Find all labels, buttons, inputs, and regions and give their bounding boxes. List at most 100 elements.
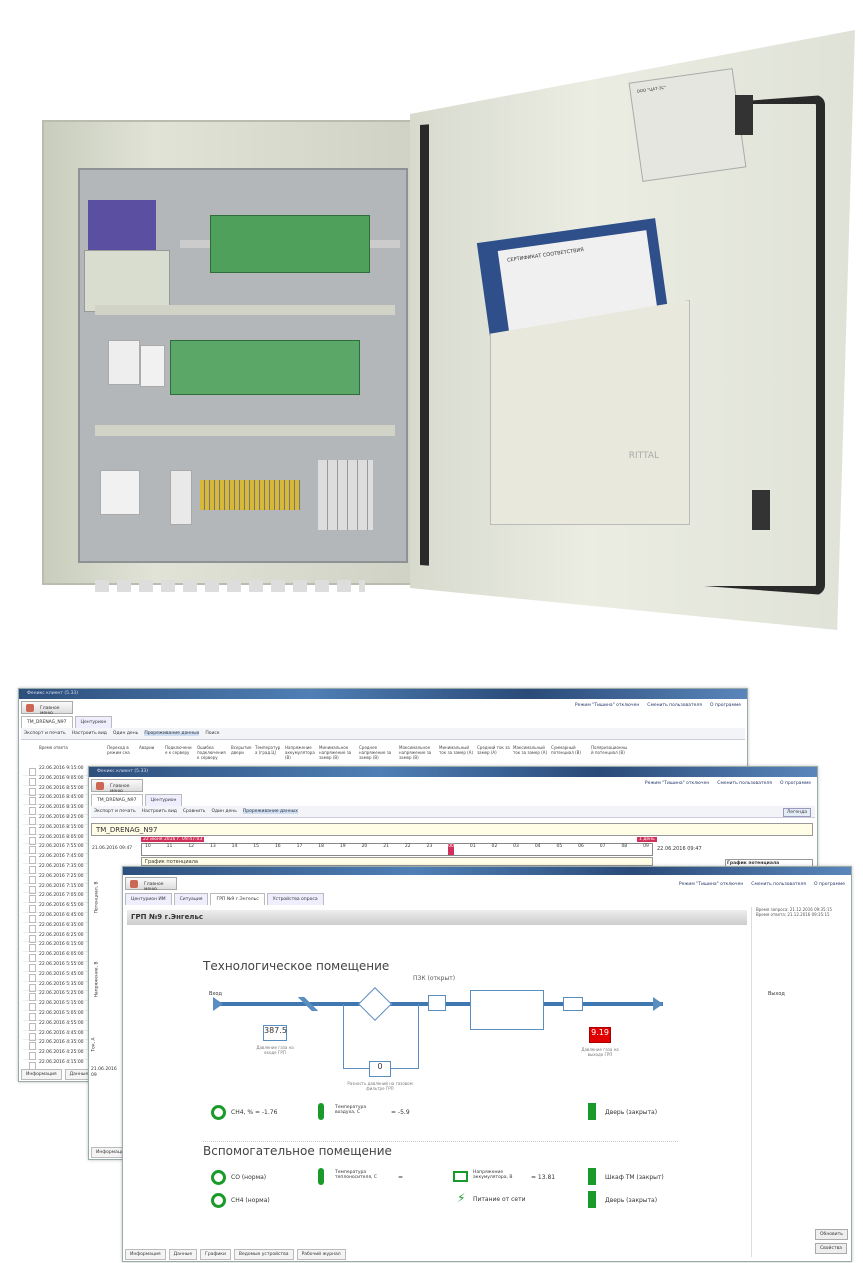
column-header[interactable]: Максимальный ток за замер (А) — [513, 745, 548, 755]
table-row[interactable]: 22.06.2016 4:35:00 — [23, 1040, 95, 1051]
table-row[interactable]: 22.06.2016 9:15:00 — [23, 766, 95, 776]
tab-log[interactable]: Рабочий журнал — [296, 1249, 346, 1260]
table-row[interactable]: 22.06.2016 7:25:00 — [23, 874, 95, 884]
properties-button[interactable]: Свойства — [815, 1243, 847, 1254]
table-row[interactable]: 22.06.2016 5:35:00 — [23, 982, 95, 992]
configure-view-button[interactable]: Настроить вид — [71, 731, 107, 736]
terminals — [200, 480, 300, 510]
ch4-value: CH4, % = -1.76 — [231, 1109, 278, 1116]
column-header[interactable]: Максимальное напряжение за замер (В) — [399, 745, 432, 760]
column-header[interactable]: Время ответа — [39, 745, 68, 750]
tab-situation[interactable]: Ситуация — [173, 893, 209, 905]
column-header[interactable]: Минимальный ток за замер (А) — [439, 745, 474, 755]
table-row[interactable]: 22.06.2016 8:35:00 — [23, 805, 95, 815]
column-header[interactable]: Температура (град.Ц) — [255, 745, 281, 755]
table-row[interactable]: 22.06.2016 9:05:00 — [23, 776, 95, 786]
table-row[interactable]: 22.06.2016 6:25:00 — [23, 933, 95, 943]
tab-devices[interactable]: Устройства опроса — [266, 893, 324, 905]
export-button[interactable]: Экспорт и печать — [94, 809, 136, 814]
thinning-button[interactable]: Прореживание данных — [144, 731, 200, 736]
silence-link[interactable]: Режим "Тишина" отключен — [644, 781, 710, 786]
table-row[interactable]: 22.06.2016 5:05:00 — [23, 1011, 95, 1021]
column-header[interactable]: Аварии — [139, 745, 155, 750]
one-day-dropdown[interactable]: Один день — [112, 731, 139, 736]
main-menu-button[interactable]: Главное меню — [125, 877, 177, 892]
export-button[interactable]: Экспорт и печать — [24, 731, 66, 736]
tab-drenag[interactable]: TM_DRENAG_N97 — [21, 716, 73, 728]
table-row[interactable]: 22.06.2016 6:55:00 — [23, 903, 95, 913]
table-row[interactable]: 22.06.2016 8:25:00 — [23, 815, 95, 825]
table-row[interactable]: 22.06.2016 8:45:00 — [23, 795, 95, 806]
silence-link[interactable]: Режим "Тишина" отключен — [574, 703, 640, 708]
column-header[interactable]: Средний ток за замер (А) — [477, 745, 510, 755]
object-header: ГРП №9 г.Энгельс — [127, 910, 747, 925]
table-row[interactable]: 22.06.2016 6:45:00 — [23, 913, 95, 923]
column-header[interactable]: Переход в режим сна — [107, 745, 130, 755]
table-row[interactable]: 22.06.2016 5:25:00 — [23, 991, 95, 1002]
tab-centurion[interactable]: Центурион — [74, 716, 113, 728]
tab-info[interactable]: Информация — [21, 1069, 62, 1080]
date-marker: 22 июня 2016 г. 09:47:03 — [141, 837, 205, 842]
pzk-label: ПЗК (открыт) — [413, 975, 456, 982]
legend-button[interactable]: Легенда — [782, 808, 811, 817]
column-header[interactable]: Напряжение аккумулятора (В) — [285, 745, 315, 760]
tab-info[interactable]: Информация — [125, 1249, 166, 1260]
ch4b-status-icon — [211, 1193, 226, 1208]
table-row[interactable]: 22.06.2016 7:05:00 — [23, 893, 95, 904]
switch-user-link[interactable]: Сменить пользователя — [647, 703, 702, 708]
switch-user-link[interactable]: Сменить пользователя — [751, 882, 806, 887]
tab-slaves[interactable]: Ведомые устройства — [233, 1249, 294, 1260]
heat-temp-value: = — [398, 1174, 404, 1181]
main-menu-button[interactable]: Главное меню — [91, 779, 143, 794]
column-header[interactable]: Поляризационный потенциал (В) — [591, 745, 628, 755]
table-row[interactable]: 22.06.2016 6:05:00 — [23, 952, 95, 962]
main-menu-button[interactable]: Главное меню — [21, 701, 73, 716]
tab-charts[interactable]: Графики — [200, 1249, 231, 1260]
about-link[interactable]: О программе — [813, 882, 845, 887]
tab-centurion[interactable]: Центурион — [144, 794, 183, 806]
table-row[interactable]: 22.06.2016 4:45:00 — [23, 1031, 95, 1041]
table-row[interactable]: 22.06.2016 8:55:00 — [23, 786, 95, 796]
column-header[interactable]: Подключение к серверу — [165, 745, 192, 755]
table-row[interactable]: 22.06.2016 7:35:00 — [23, 864, 95, 874]
table-row[interactable]: 22.06.2016 5:45:00 — [23, 972, 95, 982]
column-header[interactable]: Минимальное напряжение за замер (В) — [319, 745, 352, 760]
one-day-dropdown[interactable]: Один день — [211, 809, 237, 814]
column-header[interactable]: Вскрытие двери — [231, 745, 252, 755]
hour-tick: 23 — [426, 844, 433, 849]
configure-view-button[interactable]: Настроить вид — [141, 809, 177, 814]
breaker-1 — [140, 345, 165, 387]
about-link[interactable]: О программе — [779, 781, 811, 786]
table-row[interactable]: 22.06.2016 5:15:00 — [23, 1001, 95, 1011]
table-row[interactable]: 22.06.2016 7:45:00 — [23, 854, 95, 864]
refresh-button[interactable]: Обновить — [815, 1229, 848, 1240]
table-row[interactable]: 22.06.2016 8:05:00 — [23, 835, 95, 845]
co-status-icon — [211, 1170, 226, 1185]
toolbar: Экспорт и печать Настроить вид Один день… — [21, 728, 745, 740]
tab-grp9[interactable]: ГРП №9 г.Энгельс — [210, 893, 265, 905]
table-row[interactable]: 22.06.2016 5:55:00 — [23, 962, 95, 972]
table-row[interactable]: 22.06.2016 7:55:00 — [23, 844, 95, 855]
search-button[interactable]: Поиск — [205, 731, 220, 736]
tab-drenag[interactable]: TM_DRENAG_N97 — [91, 794, 143, 806]
outlet-pressure-label: Давление газа на выходе ГРП — [581, 1047, 619, 1057]
about-link[interactable]: О программе — [709, 703, 741, 708]
tab-centurion[interactable]: Центурион ИМ — [125, 893, 172, 905]
silence-link[interactable]: Режим "Тишина" отключен — [678, 882, 744, 887]
table-row[interactable]: 22.06.2016 6:15:00 — [23, 942, 95, 953]
table-row[interactable]: 22.06.2016 4:55:00 — [23, 1021, 95, 1031]
table-row[interactable]: 22.06.2016 4:25:00 — [23, 1050, 95, 1060]
compare-button[interactable]: Сравнить — [182, 809, 206, 814]
column-header[interactable]: Ошибка подключения к серверу — [197, 745, 226, 760]
column-header[interactable]: Среднее напряжение за замер (В) — [359, 745, 392, 760]
table-row[interactable]: 22.06.2016 6:35:00 — [23, 923, 95, 933]
divider — [203, 1141, 678, 1142]
power-status: Питание от сети — [473, 1196, 526, 1203]
tab-data[interactable]: Данные — [168, 1249, 198, 1260]
table-row[interactable]: 22.06.2016 7:15:00 — [23, 884, 95, 894]
thinning-button[interactable]: Прореживание данных — [242, 809, 298, 814]
switch-user-link[interactable]: Сменить пользователя — [717, 781, 772, 786]
column-header[interactable]: Суммарный потенциал (В) — [551, 745, 581, 755]
table-row[interactable]: 22.06.2016 8:15:00 — [23, 825, 95, 835]
